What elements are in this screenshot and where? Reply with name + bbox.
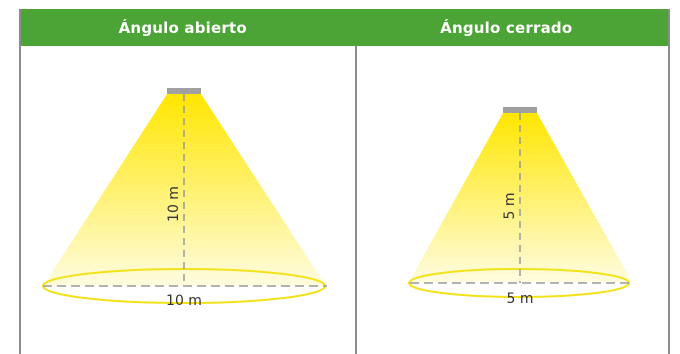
header-open-angle: Ángulo abierto — [118, 18, 247, 37]
closed-angle-panel: 5 m 5 m — [357, 46, 668, 354]
comparison-table: Ángulo abierto Ángulo cerrado 10 m 10 m — [19, 9, 670, 354]
header-closed-angle: Ángulo cerrado — [440, 18, 573, 37]
lamp-icon — [167, 88, 201, 94]
column-divider — [355, 46, 357, 354]
open-angle-panel: 10 m 10 m — [21, 46, 355, 354]
closed-angle-diagram: 5 m 5 m — [408, 107, 632, 307]
height-label: 10 m — [166, 186, 182, 222]
table-header: Ángulo abierto Ángulo cerrado — [21, 9, 668, 46]
height-label: 5 m — [502, 193, 518, 220]
width-label: 10 m — [166, 293, 202, 309]
width-label: 5 m — [507, 291, 534, 307]
lamp-icon — [503, 107, 537, 113]
open-angle-diagram: 10 m 10 m — [42, 88, 327, 309]
